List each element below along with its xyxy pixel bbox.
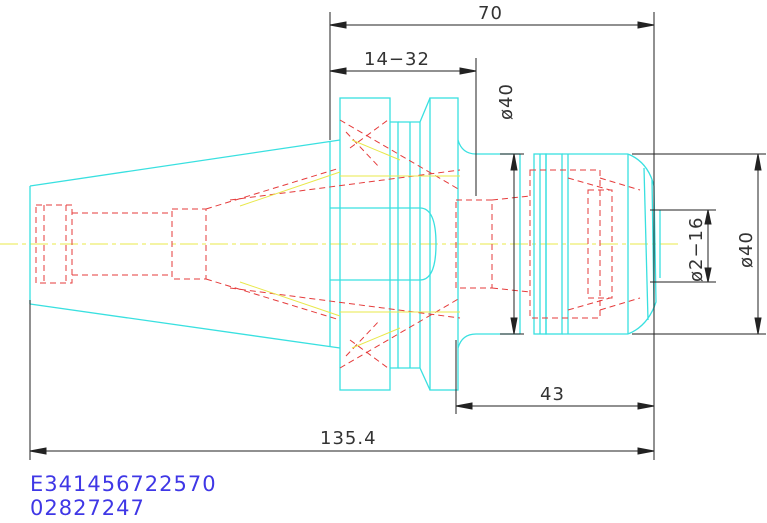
dim-nose-diameter: ø40	[736, 231, 757, 268]
tool-outline	[29, 97, 661, 391]
phantom-lines	[239, 139, 460, 349]
dim-flange-range: 14−32	[364, 49, 430, 70]
part-code-primary: E341456722570	[30, 472, 217, 496]
part-code-secondary: 02827247	[30, 496, 145, 520]
dim-overall-length: 135.4	[320, 428, 377, 449]
dim-nose-length: 43	[540, 384, 565, 405]
hidden-lines	[35, 119, 641, 369]
dim-shank-diameter: ø40	[496, 83, 517, 120]
dim-overall-top: 70	[478, 3, 503, 24]
dim-clamp-range: ø2−16	[686, 217, 707, 282]
dimension-lines	[29, 12, 766, 460]
